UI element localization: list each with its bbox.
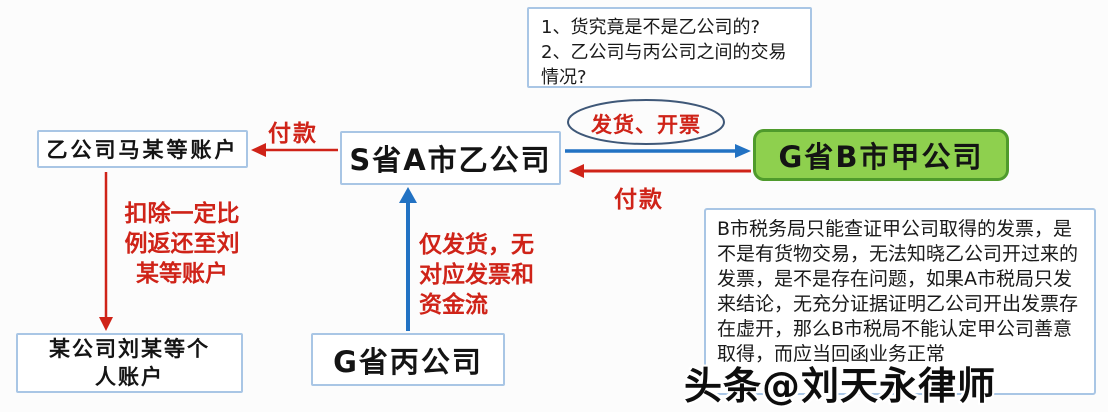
node-yi-account: 乙公司马某等账户	[37, 130, 248, 168]
only-ship-label: 仅发货，无 对应发票和 资金流	[419, 230, 569, 320]
ship-invoice-arrow	[565, 144, 751, 158]
node-yi-company: S省A市乙公司	[340, 131, 561, 185]
analysis-box: B市税务局只能查证甲公司取得的发票，是不是有货物交易，无法知晓乙公司开过来的发票…	[704, 208, 1096, 395]
ship-invoice-label: 发货、开票	[591, 113, 701, 137]
node-liu-account: 某公司刘某等个人账户	[16, 333, 243, 393]
deduct-return-line-3: 某等账户	[136, 261, 228, 287]
question-line-2: 2、乙公司与丙公司之间的交易情况?	[541, 42, 787, 88]
only-ship-line-2: 对应发票和	[419, 262, 534, 288]
deduct-return-line-1: 扣除一定比	[124, 201, 240, 227]
question-box: 1、货究竟是不是乙公司的? 2、乙公司与丙公司之间的交易情况?	[527, 7, 812, 88]
node-jia-company: G省B市甲公司	[753, 129, 1009, 181]
watermark: 头条@刘天永律师	[684, 364, 997, 408]
node-bing-company: G省丙公司	[311, 333, 505, 386]
only-ship-line-3: 资金流	[419, 292, 488, 318]
deduct-return-arrow	[99, 172, 113, 331]
only-ship-line-1: 仅发货，无	[419, 232, 534, 258]
only-ship-arrow	[399, 187, 417, 331]
deduct-return-label: 扣除一定比 例返还至刘 某等账户	[114, 199, 250, 289]
deduct-return-line-2: 例返还至刘	[124, 231, 240, 257]
payment-arrow-to-yi-company	[569, 164, 751, 178]
question-line-1: 1、货究竟是不是乙公司的?	[541, 17, 761, 38]
payment-left-label: 付款	[268, 121, 318, 147]
payment-right-label: 付款	[614, 187, 664, 213]
